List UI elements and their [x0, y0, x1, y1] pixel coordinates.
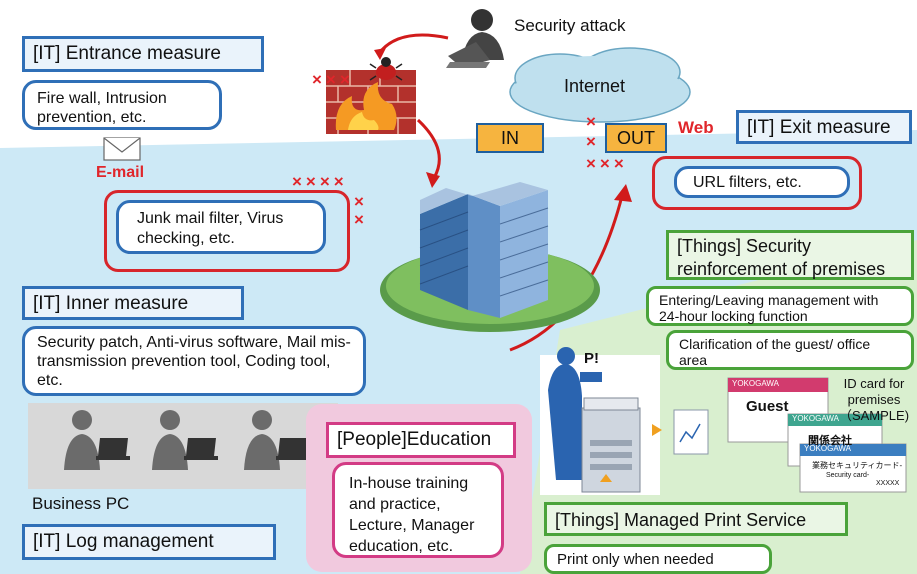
printer-icon [540, 347, 709, 495]
id-card-2-text: 関係会社 [808, 435, 852, 447]
x-marks-email-col-2: × [354, 210, 368, 229]
internet-cloud [509, 47, 691, 123]
id-card-brand-2: YOKOGAWA [792, 414, 839, 423]
email-label: E-mail [96, 164, 145, 181]
managed-print-title: [Things] Managed Print Service [544, 502, 848, 536]
things-security-title: [Things] Security reinforcement of premi… [666, 230, 914, 280]
envelope-icon [103, 137, 141, 161]
it-entrance-body: Fire wall, Intrusion prevention, etc. [22, 80, 222, 130]
x-marks-out-3: ××× [586, 154, 628, 173]
security-attack-label: Security attack [514, 16, 626, 35]
business-pc-label: Business PC [32, 494, 130, 513]
virus-bug-icon [369, 57, 403, 81]
id-cards-icon [727, 377, 907, 493]
id-card-brand-3: YOKOGAWA [804, 444, 851, 453]
id-card-caption: ID card for premises （SAMPLE) [838, 376, 910, 423]
hacker-icon [446, 9, 504, 68]
id-card-brand-1: YOKOGAWA [732, 379, 779, 388]
x-marks-email-row: ×××× [292, 172, 348, 191]
firewall-icon [326, 70, 416, 134]
office-building-icon [380, 182, 600, 332]
it-exit-title: [IT] Exit measure [736, 110, 912, 144]
it-inner-title: [IT] Inner measure [22, 286, 244, 320]
web-label: Web [678, 118, 714, 137]
internet-label: Internet [564, 76, 626, 96]
id-card-3-sub: Security card- [826, 472, 870, 479]
it-exit-outer [652, 156, 862, 210]
things-security-item-2: Clarification of the guest/ office area [666, 330, 914, 370]
in-tag: IN [476, 123, 544, 153]
x-marks-email-col-1: × [354, 192, 368, 211]
it-inner-body: Security patch, Anti-virus software, Mai… [22, 326, 366, 396]
it-exit-body: URL filters, etc. [674, 166, 850, 198]
id-card-guest: Guest [746, 398, 789, 415]
it-log-management-title: [IT] Log management [22, 524, 276, 560]
business-pc-users-icon [28, 403, 338, 489]
print-p-label: P! [584, 350, 599, 367]
x-marks-out-1: × [586, 112, 600, 131]
junk-mail-outer [104, 190, 350, 272]
things-security-item-1: Entering/Leaving management with 24-hour… [646, 286, 914, 326]
junk-mail-body: Junk mail filter, Virus checking, etc. [116, 200, 326, 254]
it-entrance-title: [IT] Entrance measure [22, 36, 264, 72]
people-education-body: In-house training and practice, Lecture,… [332, 462, 504, 558]
out-tag: OUT [605, 123, 667, 153]
id-card-3-num: XXXXX [876, 480, 900, 487]
managed-print-body: Print only when needed [544, 544, 772, 574]
id-card-3-text: 業務セキュリティカード- [812, 461, 903, 470]
people-education-title: [People]Education [326, 422, 516, 458]
x-marks-out-2: × [586, 132, 600, 151]
x-marks-firewall: ××× [312, 70, 354, 89]
